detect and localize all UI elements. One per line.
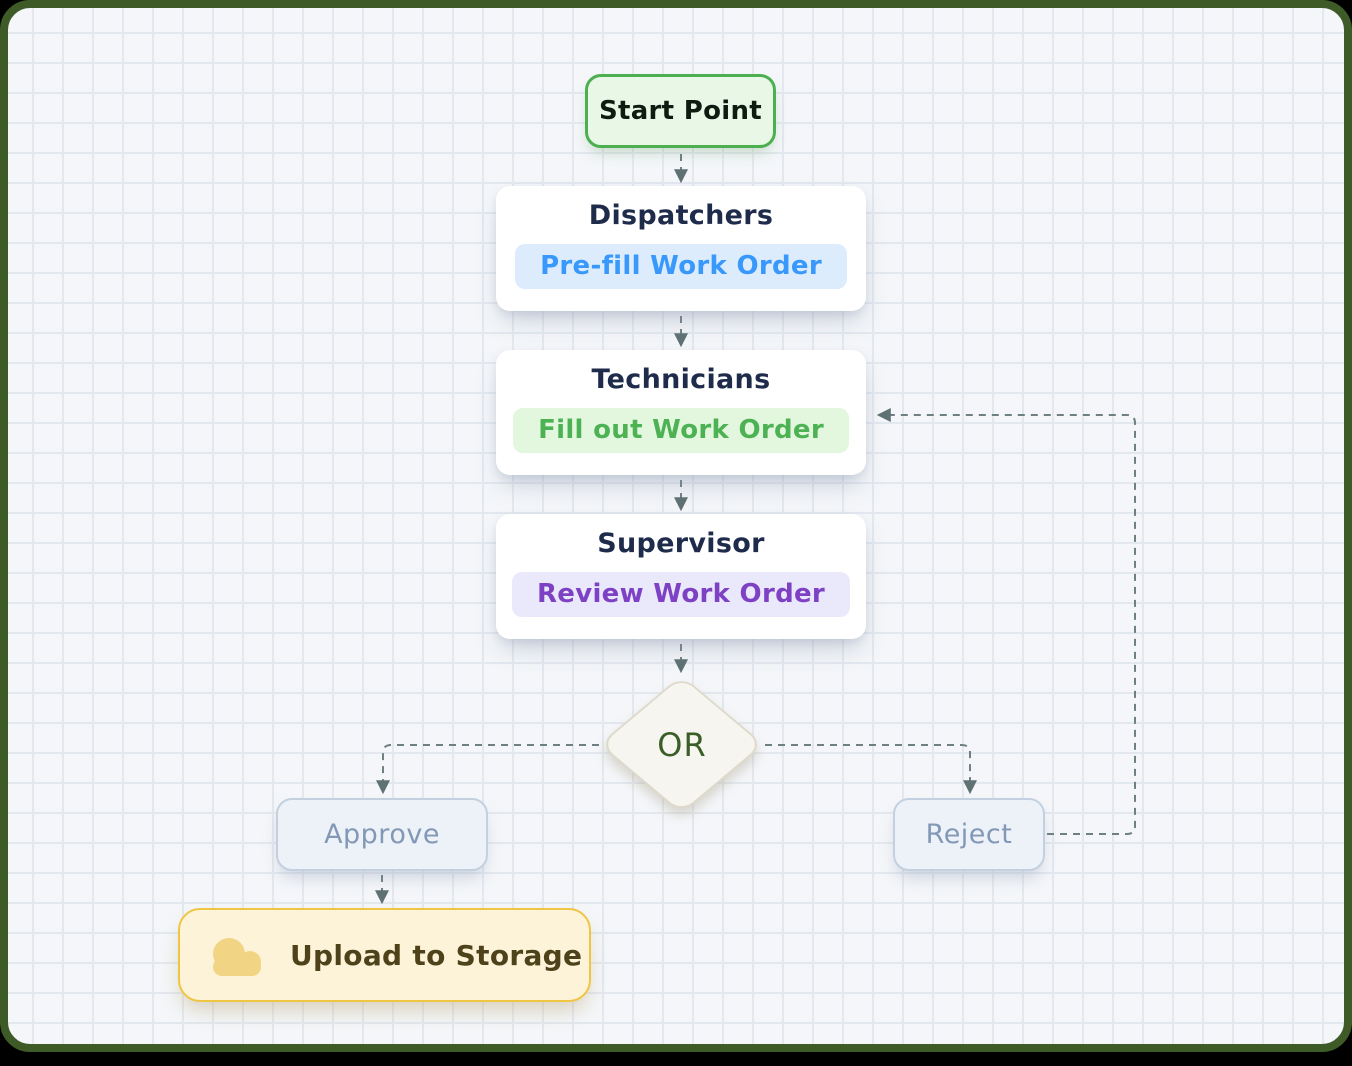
edge-or-reject — [765, 744, 977, 795]
node-technicians: Technicians Fill out Work Order — [496, 350, 866, 475]
technicians-title: Technicians — [591, 364, 771, 395]
node-dispatchers: Dispatchers Pre-fill Work Order — [496, 186, 866, 311]
decision-label: OR — [657, 726, 707, 764]
node-start-point: Start Point — [585, 74, 776, 148]
edge-reject-technicians — [876, 408, 1136, 835]
reject-label: Reject — [925, 819, 1013, 850]
node-decision-or: OR — [598, 661, 766, 829]
node-approve: Approve — [276, 798, 488, 871]
start-point-label: Start Point — [598, 96, 763, 126]
approve-label: Approve — [324, 819, 440, 850]
node-reject: Reject — [893, 798, 1045, 871]
upload-label: Upload to Storage — [290, 938, 583, 972]
technicians-action-badge: Fill out Work Order — [513, 408, 849, 453]
dispatchers-title: Dispatchers — [588, 200, 774, 231]
cloud-icon — [213, 938, 261, 976]
edge-or-approve — [376, 744, 599, 795]
supervisor-title: Supervisor — [597, 528, 765, 559]
supervisor-action-badge: Review Work Order — [511, 572, 851, 617]
node-supervisor: Supervisor Review Work Order — [496, 514, 866, 639]
dispatchers-action-badge: Pre-fill Work Order — [515, 244, 847, 289]
node-upload-to-storage: Upload to Storage — [178, 908, 591, 1002]
